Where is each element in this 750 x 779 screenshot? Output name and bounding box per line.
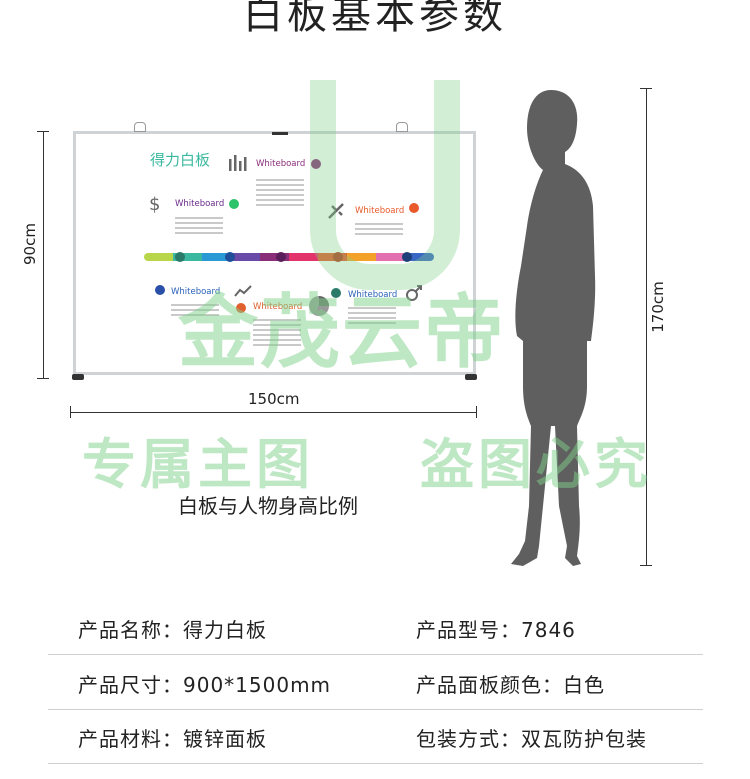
dimension-tick: [70, 406, 71, 418]
board-text-block: [256, 176, 304, 209]
board-text-block: [348, 304, 396, 327]
watermark-brand-bar: [310, 80, 460, 290]
spec-value: 白色: [563, 673, 605, 697]
timeline-dot: [276, 252, 286, 262]
spec-cell-right: 产品型号：7846: [416, 614, 576, 643]
board-width-label: 150cm: [248, 390, 300, 408]
watermark-line2: 盗图必究: [420, 433, 652, 496]
spec-label: 包装方式：: [416, 727, 521, 751]
timeline-dot: [175, 252, 185, 262]
spec-label: 产品型号：: [416, 618, 521, 642]
bar-chart-icon: [229, 155, 247, 171]
spec-value: 双瓦防护包装: [521, 727, 647, 751]
board-text-block: [171, 301, 219, 319]
spec-label: 产品尺寸：: [78, 673, 183, 697]
person-height-label: 170cm: [649, 281, 667, 333]
height-dimension-line: [43, 131, 44, 379]
person-height-line: [646, 88, 647, 566]
pie-icon: [309, 296, 329, 316]
spec-row: 产品名称：得力白板 产品型号：7846: [48, 600, 703, 655]
spec-cell-right: 产品面板颜色：白色: [416, 669, 605, 698]
timeline-segment: [144, 253, 173, 261]
timeline-segment: [231, 253, 260, 261]
dimension-tick: [640, 88, 652, 89]
board-height-label: 90cm: [21, 223, 39, 265]
spec-cell-left: 产品尺寸：900*1500mm: [78, 669, 331, 698]
timeline-segment: [376, 253, 405, 261]
svg-text:$: $: [149, 194, 160, 213]
spec-cell-left: 产品材料：镀锌面板: [78, 723, 267, 752]
watermark-brand: 金茂云帝: [178, 286, 506, 379]
board-text-block: [175, 214, 223, 237]
dimension-tick: [640, 565, 652, 566]
spec-value: 镀锌面板: [183, 727, 267, 751]
timeline-segment: [289, 253, 318, 261]
tools-icon: [328, 203, 344, 219]
timeline-segment: [173, 253, 202, 261]
board-text-block: [253, 316, 301, 349]
dimension-tick: [476, 406, 477, 418]
hanger-hook-icon: [134, 122, 146, 132]
watermark-line1: 专属主图: [82, 433, 314, 496]
board-title: 得力白板: [150, 151, 211, 169]
trend-icon: [234, 285, 252, 297]
board-dot: [331, 288, 341, 298]
board-dot: [229, 199, 239, 209]
board-item-label: Whiteboard: [175, 199, 225, 209]
board-dot: [311, 159, 321, 169]
person-silhouette: [511, 90, 596, 566]
board-item-label: Whiteboard: [256, 159, 306, 169]
board-dot: [236, 303, 246, 313]
spec-label: 产品材料：: [78, 727, 183, 751]
timeline-segment: [260, 253, 289, 261]
spec-value: 7846: [521, 618, 576, 642]
timeline-dot: [225, 252, 235, 262]
spec-label: 产品名称：: [78, 618, 183, 642]
spec-value: 得力白板: [183, 618, 267, 642]
board-item-label: Whiteboard: [171, 287, 221, 297]
spec-cell-right: 包装方式：双瓦防护包装: [416, 723, 647, 752]
spec-cell-left: 产品名称：得力白板: [78, 614, 267, 643]
board-foot: [465, 374, 477, 380]
board-text-block: [355, 220, 403, 238]
spec-row: 产品材料：镀锌面板 包装方式：双瓦防护包装: [48, 709, 703, 764]
board-item-label: Whiteboard: [348, 290, 398, 300]
board-item-label: Whiteboard: [355, 206, 405, 216]
board-dot: [155, 285, 165, 295]
timeline-segment: [202, 253, 231, 261]
spec-row: 产品尺寸：900*1500mm 产品面板颜色：白色: [48, 655, 703, 710]
comparison-caption: 白板与人物身高比例: [178, 494, 358, 518]
dimension-tick: [37, 131, 49, 132]
page-title: 白板基本参数: [243, 0, 507, 38]
dimension-tick: [37, 378, 49, 379]
board-item-label: Whiteboard: [253, 302, 303, 312]
spec-label: 产品面板颜色：: [416, 673, 563, 697]
spec-value: 900*1500mm: [183, 673, 332, 697]
board-foot: [72, 374, 84, 380]
board-dot: [409, 203, 419, 213]
width-dimension-line: [70, 412, 476, 413]
camera-icon: [272, 132, 288, 135]
dollar-icon: $: [149, 194, 160, 213]
